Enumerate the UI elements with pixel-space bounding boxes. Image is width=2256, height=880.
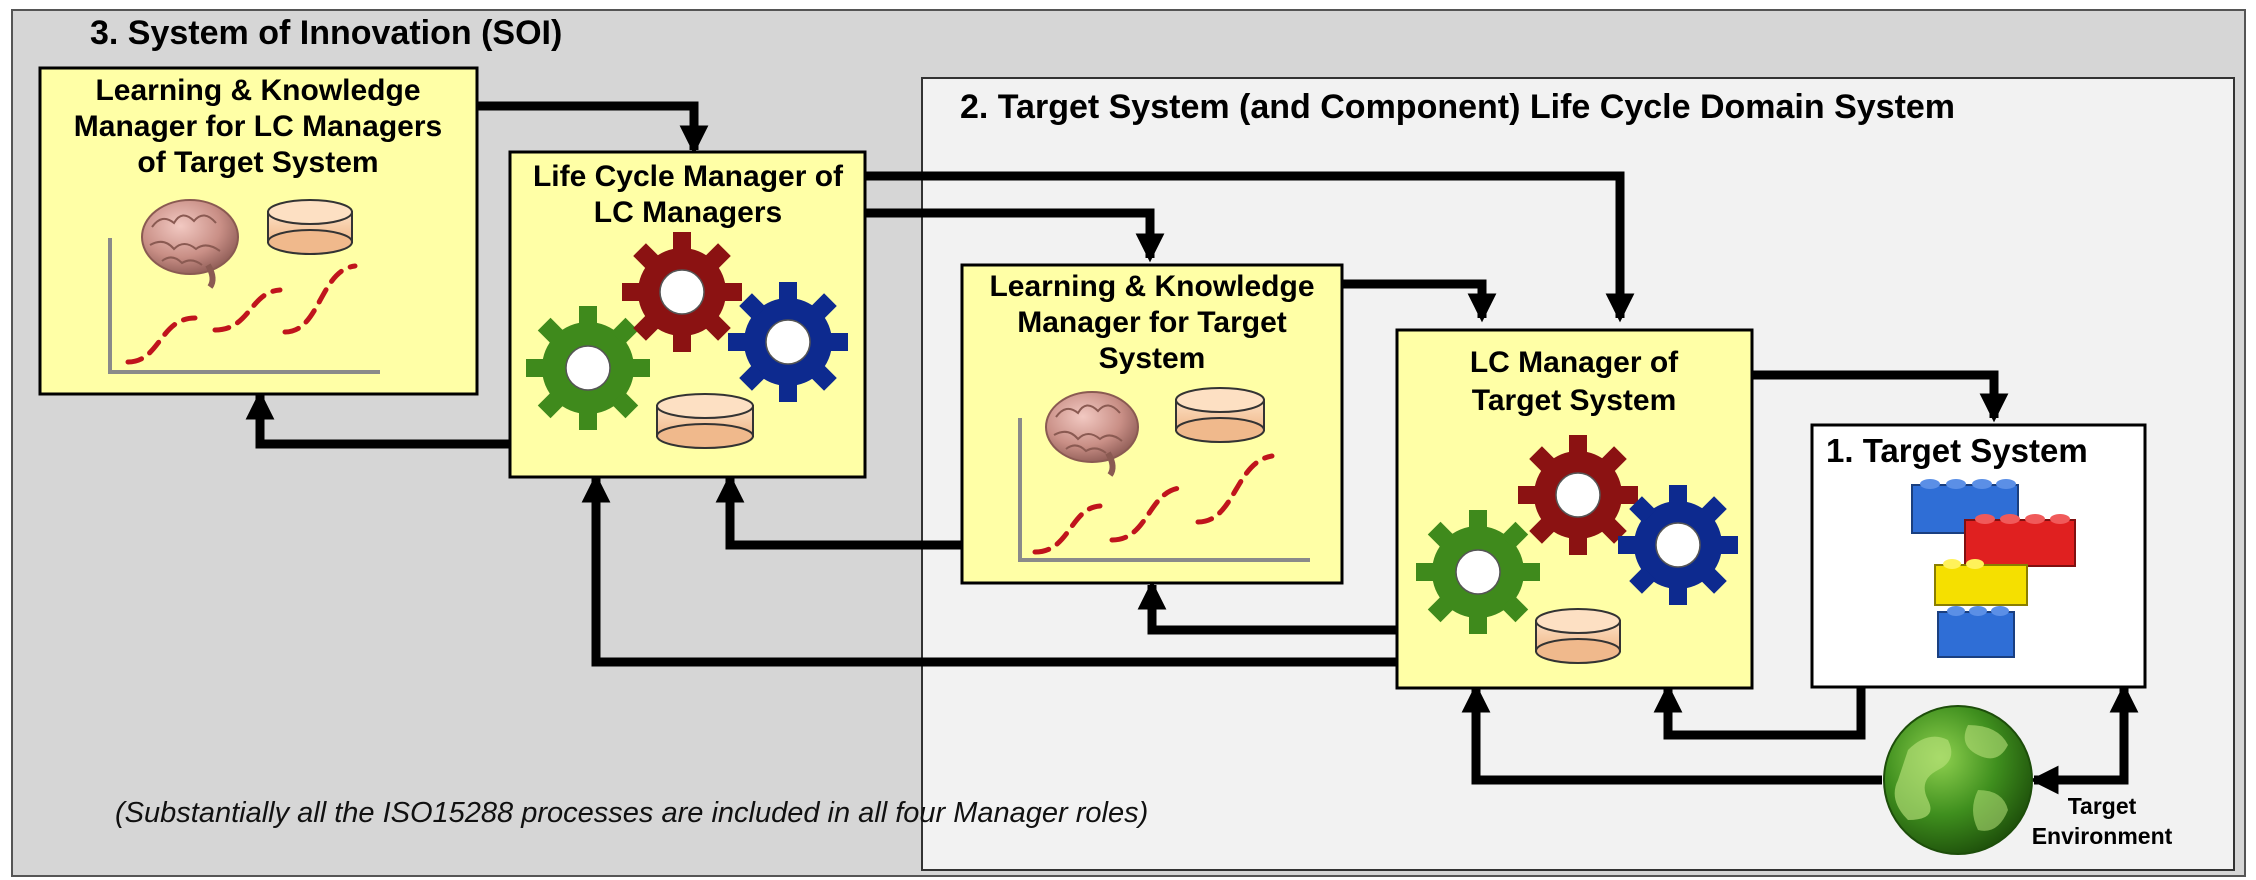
- lk-manager-lc-line-3: of Target System: [137, 146, 378, 179]
- gear-icon: [728, 282, 848, 402]
- lk-target-line-2: Manager for Target: [1017, 306, 1287, 339]
- arrow-lctarget-to-target: [1752, 370, 2009, 423]
- arrow-lktarget-to-lctarget: [1342, 279, 1497, 323]
- lk-manager-lc-line-2: Manager for LC Managers: [74, 110, 442, 143]
- footnote: (Substantially all the ISO15288 processe…: [115, 797, 1148, 829]
- gear-icon: [622, 232, 742, 352]
- brain-icon: [141, 199, 239, 289]
- target-environment-line-1: Target: [2068, 793, 2137, 819]
- lc-mgr-line-2: LC Managers: [594, 196, 782, 229]
- target-system-title: 1. Target System: [1826, 432, 2088, 469]
- lk-manager-lc-managers: Learning & Knowledge Manager for LC Mana…: [38, 66, 479, 396]
- target-system: 1. Target System: [1810, 423, 2147, 689]
- lk-manager-lc-line-1: Learning & Knowledge: [95, 74, 420, 107]
- arrow-lcmgr-to-lktarget: [865, 208, 1165, 263]
- lego-bricks-icon: [1911, 479, 2076, 658]
- target-environment-line-2: Environment: [2032, 823, 2173, 849]
- lc-manager-of-lc-managers: Life Cycle Manager of LC Managers: [508, 150, 867, 479]
- brain-icon: [1045, 391, 1139, 477]
- arrow-lktarget-to-lcmgr: [715, 473, 962, 550]
- arrow-env-to-lctarget: [1461, 683, 1882, 785]
- database-icon: [267, 199, 353, 255]
- learning-curve-icon: [1018, 418, 1310, 562]
- arrow-lkm-to-lcmgr: [478, 101, 709, 155]
- gear-icon: [1618, 485, 1738, 605]
- lc-target-line-2: Target System: [1472, 384, 1677, 417]
- gear-icon: [1416, 510, 1540, 634]
- lk-target-line-1: Learning & Knowledge: [989, 270, 1314, 303]
- arrow-lcmgr-to-lkm: [245, 390, 510, 449]
- globe-icon: [1883, 705, 2033, 855]
- arrow-lctarget-to-lktarget: [1137, 580, 1397, 635]
- flow-arrows: [245, 101, 2139, 795]
- database-icon: [1535, 608, 1621, 664]
- lc-manager-target-system: LC Manager of Target System: [1395, 328, 1754, 690]
- database-icon: [1175, 387, 1265, 443]
- arrow-lcmgr-to-lctarget: [865, 171, 1635, 323]
- lc-target-line-1: LC Manager of: [1470, 346, 1679, 379]
- learning-curve-icon: [108, 238, 380, 374]
- arrow-lctarget-to-lcmgr: [581, 473, 1397, 667]
- gear-icon: [526, 306, 650, 430]
- lc-mgr-line-1: Life Cycle Manager of: [533, 160, 844, 193]
- lk-target-line-3: System: [1099, 342, 1206, 375]
- arrow-target-to-lctarget: [1653, 683, 1866, 740]
- lk-manager-target-system: Learning & Knowledge Manager for Target …: [960, 263, 1344, 585]
- soi-title: 3. System of Innovation (SOI): [90, 14, 562, 52]
- gear-icon: [1518, 435, 1638, 555]
- domain-system-title: 2. Target System (and Component) Life Cy…: [960, 88, 1955, 126]
- database-icon: [656, 393, 754, 449]
